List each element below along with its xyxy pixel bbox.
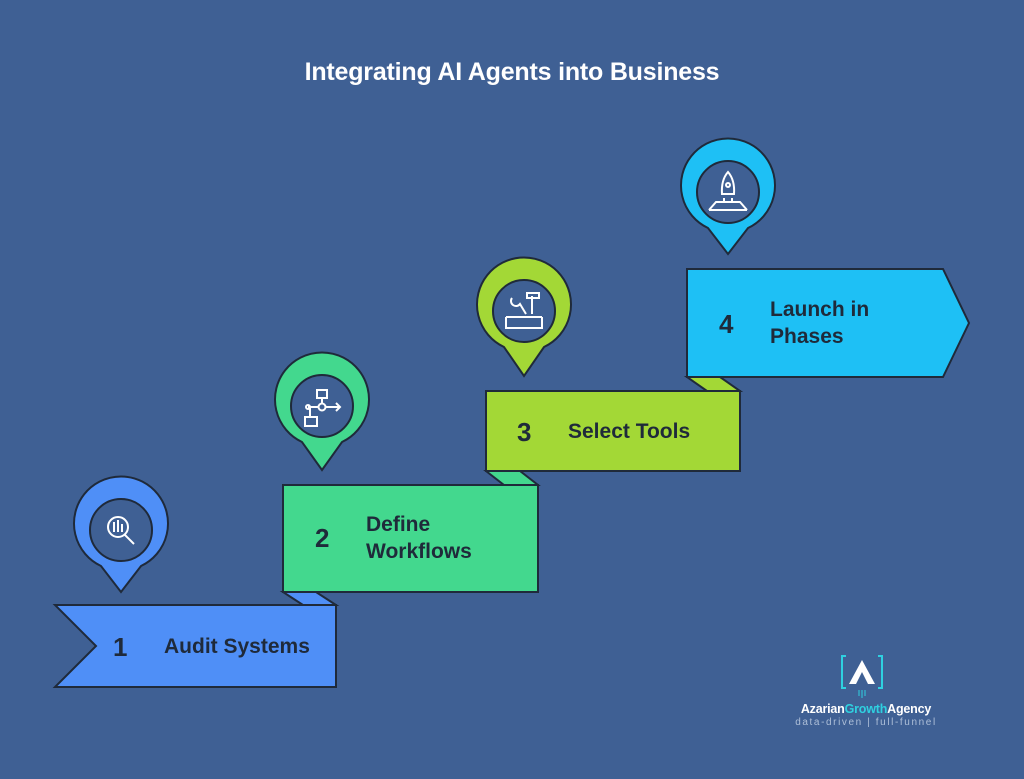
- step-1-label: Audit Systems: [164, 635, 310, 658]
- agency-name: AzarianGrowthAgency: [786, 702, 946, 716]
- step-4-label: Launch in Phases: [770, 298, 870, 348]
- toolbox-icon: [505, 292, 543, 329]
- connector-1-2: [279, 591, 340, 606]
- step-1-ribbon: [52, 604, 337, 688]
- step-4-arrow: [686, 268, 971, 378]
- rocket-launch-icon: [708, 170, 748, 211]
- agency-logo-mark: [841, 655, 883, 698]
- step-1-number: 1: [113, 632, 128, 662]
- connector-3-4: [683, 376, 744, 392]
- step-4-number: 4: [719, 309, 734, 339]
- agency-tagline: data-driven | full-funnel: [795, 717, 937, 728]
- pin-3: [476, 256, 572, 378]
- diagram-title: Integrating AI Agents into Business: [304, 58, 720, 86]
- step-2-box: [282, 484, 539, 593]
- step-2-label: Define Workflows: [366, 513, 472, 563]
- pin-1: [73, 475, 169, 594]
- step-3-number: 3: [517, 417, 532, 447]
- audit-magnifier-icon: [107, 516, 135, 545]
- agency-logo: AzarianGrowthAgency data-driven | full-f…: [786, 698, 946, 728]
- agency-name-part1: Azarian: [800, 702, 845, 716]
- workflow-diagram-icon: [304, 389, 342, 427]
- step-2-number: 2: [315, 523, 330, 553]
- pin-2: [274, 351, 370, 472]
- agency-name-part2: Growth: [844, 702, 888, 716]
- step-3-box: [485, 390, 741, 472]
- step-3-label: Select Tools: [568, 420, 691, 443]
- pin-4: [680, 137, 776, 256]
- agency-name-part3: Agency: [887, 702, 932, 716]
- connector-2-3: [483, 470, 541, 486]
